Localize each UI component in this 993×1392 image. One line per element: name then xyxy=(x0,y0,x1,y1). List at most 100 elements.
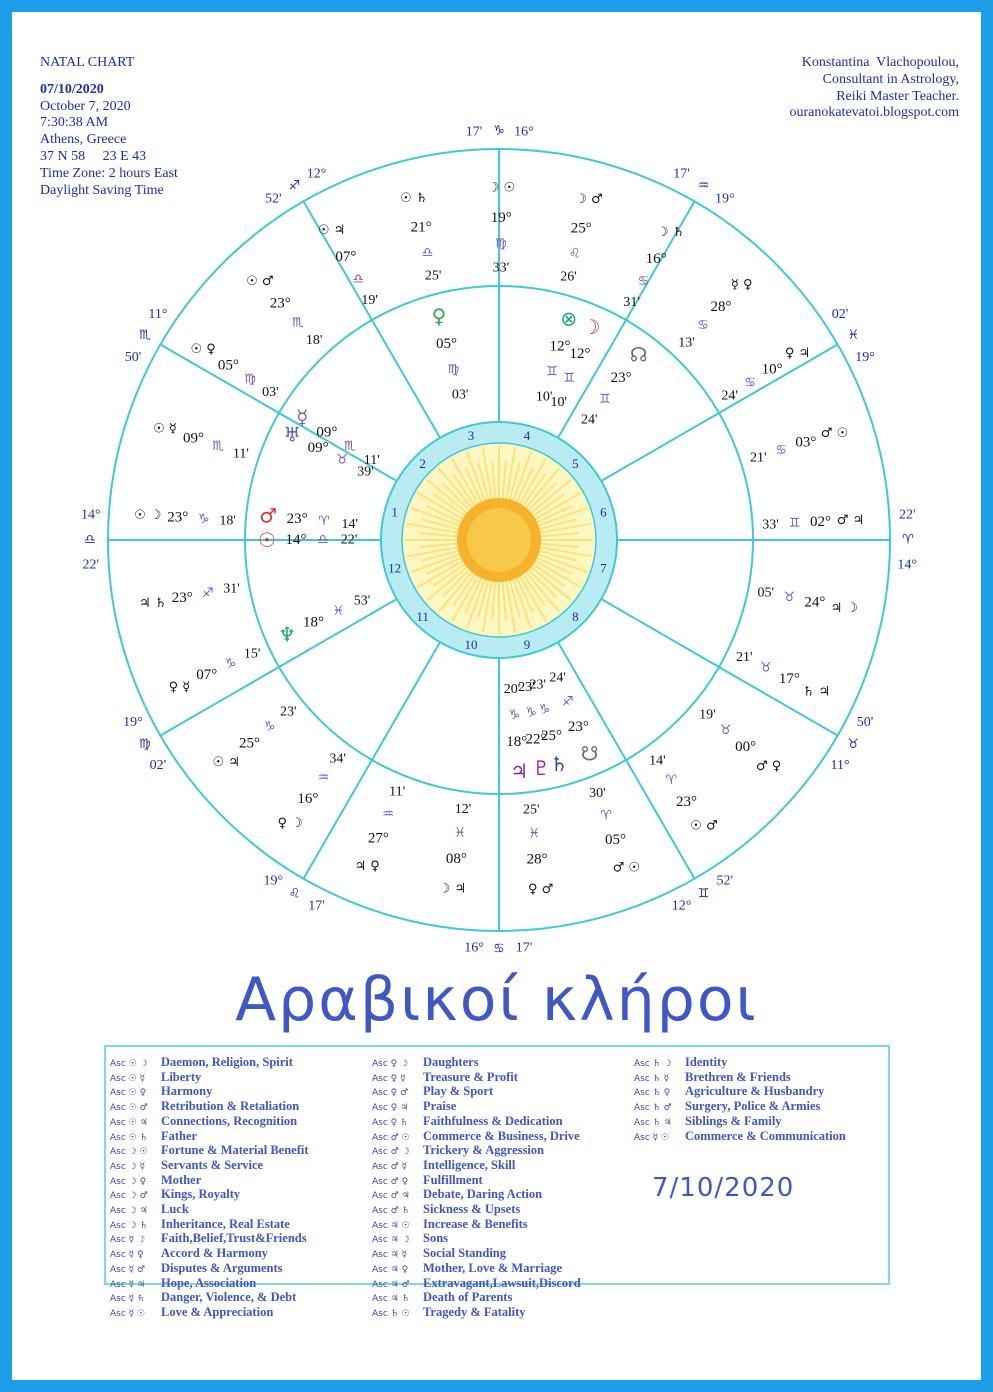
cusp-sign-glyph: ♒ xyxy=(698,178,710,193)
cusp-degree: 16° xyxy=(464,941,484,956)
planet-glyph: ♅ xyxy=(283,423,301,447)
legend-code: Asc ☿ ♂ xyxy=(110,1264,161,1277)
legend-code: Asc ♃ ☉ xyxy=(372,1220,423,1233)
lot-sign: ♍ xyxy=(495,237,507,252)
house-number: 11 xyxy=(416,609,429,624)
cusp-sign-glyph: ♓ xyxy=(847,328,859,343)
legend-row: Asc ☽ ♀Mother xyxy=(110,1174,309,1189)
house-number: 6 xyxy=(600,505,607,520)
planet-degree: 25° xyxy=(541,728,562,744)
legend-code: Asc ♄ ☉ xyxy=(372,1308,423,1321)
legend-label: Love & Appreciation xyxy=(161,1305,273,1319)
legend-label: Increase & Benefits xyxy=(423,1217,528,1231)
legend-code: Asc ♀ ☽ xyxy=(372,1058,423,1071)
lot-minute: 26' xyxy=(560,270,577,285)
planet-glyph: ♄ xyxy=(550,752,568,776)
legend-label: Sons xyxy=(423,1231,448,1245)
lot-sign: ♌ xyxy=(569,246,581,261)
legend-label: Intelligence, Skill xyxy=(423,1158,515,1172)
legend-row: Asc ☉ ♃Connections, Recognition xyxy=(110,1115,309,1130)
planet-minute: 24' xyxy=(549,671,566,686)
lot-degree: 10° xyxy=(762,361,783,377)
lot-sign: ♐ xyxy=(202,586,214,601)
lot-degree: 28° xyxy=(527,852,548,868)
lot-degree: 02° xyxy=(810,514,831,530)
legend-code: Asc ☉ ☿ xyxy=(110,1073,161,1086)
legend-code: Asc ♃ ☽ xyxy=(372,1234,423,1247)
legend-label: Servants & Service xyxy=(161,1158,263,1172)
legend-row: Asc ♃ ♀Mother, Love & Marriage xyxy=(372,1262,581,1277)
cusp-degree: 19° xyxy=(123,715,143,730)
lot-minute: 03' xyxy=(262,385,279,400)
planet-minute: 22' xyxy=(341,533,358,548)
lot-minute: 15' xyxy=(244,647,261,662)
lot-glyphs: ☉ ☿ xyxy=(153,421,177,436)
legend-code: Asc ☽ ♂ xyxy=(110,1190,161,1203)
legend-row: Asc ♄ ☉Tragedy & Fatality xyxy=(372,1306,581,1321)
planet-glyph: ☽ xyxy=(583,315,601,339)
cusp-degree: 11° xyxy=(831,758,850,773)
lot-glyphs: ♄ ♃ xyxy=(803,685,830,700)
legend-row: Asc ♀ ♂Play & Sport xyxy=(372,1085,581,1100)
legend-code: Asc ♀ ☿ xyxy=(372,1073,423,1086)
legend-label: Identity xyxy=(685,1055,727,1069)
legend-code: Asc ☽ ☿ xyxy=(110,1161,161,1174)
legend-label: Death of Parents xyxy=(423,1290,512,1304)
lot-degree: 07° xyxy=(335,249,356,265)
legend-code: Asc ♃ ☿ xyxy=(372,1249,423,1262)
cusp-degree: 19° xyxy=(715,191,735,206)
lot-minute: 21' xyxy=(750,450,767,465)
cusp-minute: 17' xyxy=(516,941,533,956)
legend-row: Asc ♀ ♃Praise xyxy=(372,1100,581,1115)
legend-label: Play & Sport xyxy=(423,1084,493,1098)
legend-code: Asc ☽ ♃ xyxy=(110,1205,161,1218)
lot-minute: 30' xyxy=(589,786,606,801)
legend-label: Harmony xyxy=(161,1084,212,1098)
sun-core-highlight xyxy=(467,508,531,572)
planet-minute: 20' xyxy=(504,682,521,697)
cusp-sign-glyph: ♌ xyxy=(289,887,301,902)
cusp-degree: 19° xyxy=(263,874,283,889)
lot-glyphs: ☽ ♃ xyxy=(439,881,466,896)
planet-degree: 05° xyxy=(436,336,457,352)
house-number: 1 xyxy=(391,505,398,520)
planet-sign: ♊ xyxy=(546,365,558,380)
cusp-minute: 52' xyxy=(716,874,733,889)
legend-label: Inheritance, Real Estate xyxy=(161,1217,290,1231)
legend-code: Asc ☉ ♃ xyxy=(110,1117,161,1130)
lot-sign: ♑ xyxy=(224,657,236,672)
legend-code: Asc ☽ ♀ xyxy=(110,1176,161,1189)
legend-code: Asc ♂ ♀ xyxy=(372,1176,423,1189)
lot-sign: ♒ xyxy=(382,807,394,822)
lot-minute: 31' xyxy=(223,582,240,597)
cusp-minute: 02' xyxy=(150,758,167,773)
legend-code: Asc ☿ ♄ xyxy=(110,1293,161,1306)
lot-degree: 00° xyxy=(735,739,756,755)
lot-sign: ♋ xyxy=(697,318,709,333)
legend-code: Asc ♄ ♀ xyxy=(634,1087,685,1100)
legend-code: Asc ☿ ♃ xyxy=(110,1279,161,1292)
legend-code: Asc ♂ ♃ xyxy=(372,1190,423,1203)
lot-minute: 23' xyxy=(280,704,297,719)
legend-label: Daemon, Religion, Spirit xyxy=(161,1055,293,1069)
lot-minute: 14' xyxy=(649,754,666,769)
lot-degree: 21° xyxy=(411,220,432,236)
planet-minute: 53' xyxy=(354,594,371,609)
lot-sign: ♎ xyxy=(352,272,364,287)
cusp-minute: 17' xyxy=(466,124,483,139)
lot-minute: 25' xyxy=(425,269,442,284)
legend-label: Fulfillment xyxy=(423,1173,483,1187)
legend-label: Faithfulness & Dedication xyxy=(423,1114,563,1128)
legend-code: Asc ☉ ♄ xyxy=(110,1132,161,1145)
cusp-degree: 12° xyxy=(307,166,327,181)
lot-sign: ♒ xyxy=(318,771,330,786)
legend-label: Sickness & Upsets xyxy=(423,1202,520,1216)
planet-degree: 23° xyxy=(287,511,308,527)
legend-row: Asc ♂ ♄Sickness & Upsets xyxy=(372,1203,581,1218)
legend-code: Asc ☿ ♀ xyxy=(110,1249,161,1262)
legend-label: Agriculture & Husbandry xyxy=(685,1084,824,1098)
planet-degree: 12° xyxy=(550,338,571,354)
cusp-sign-glyph: ♑ xyxy=(493,124,505,139)
lot-sign: ♍ xyxy=(244,372,256,387)
legend-code: Asc ♂ ☿ xyxy=(372,1161,423,1174)
